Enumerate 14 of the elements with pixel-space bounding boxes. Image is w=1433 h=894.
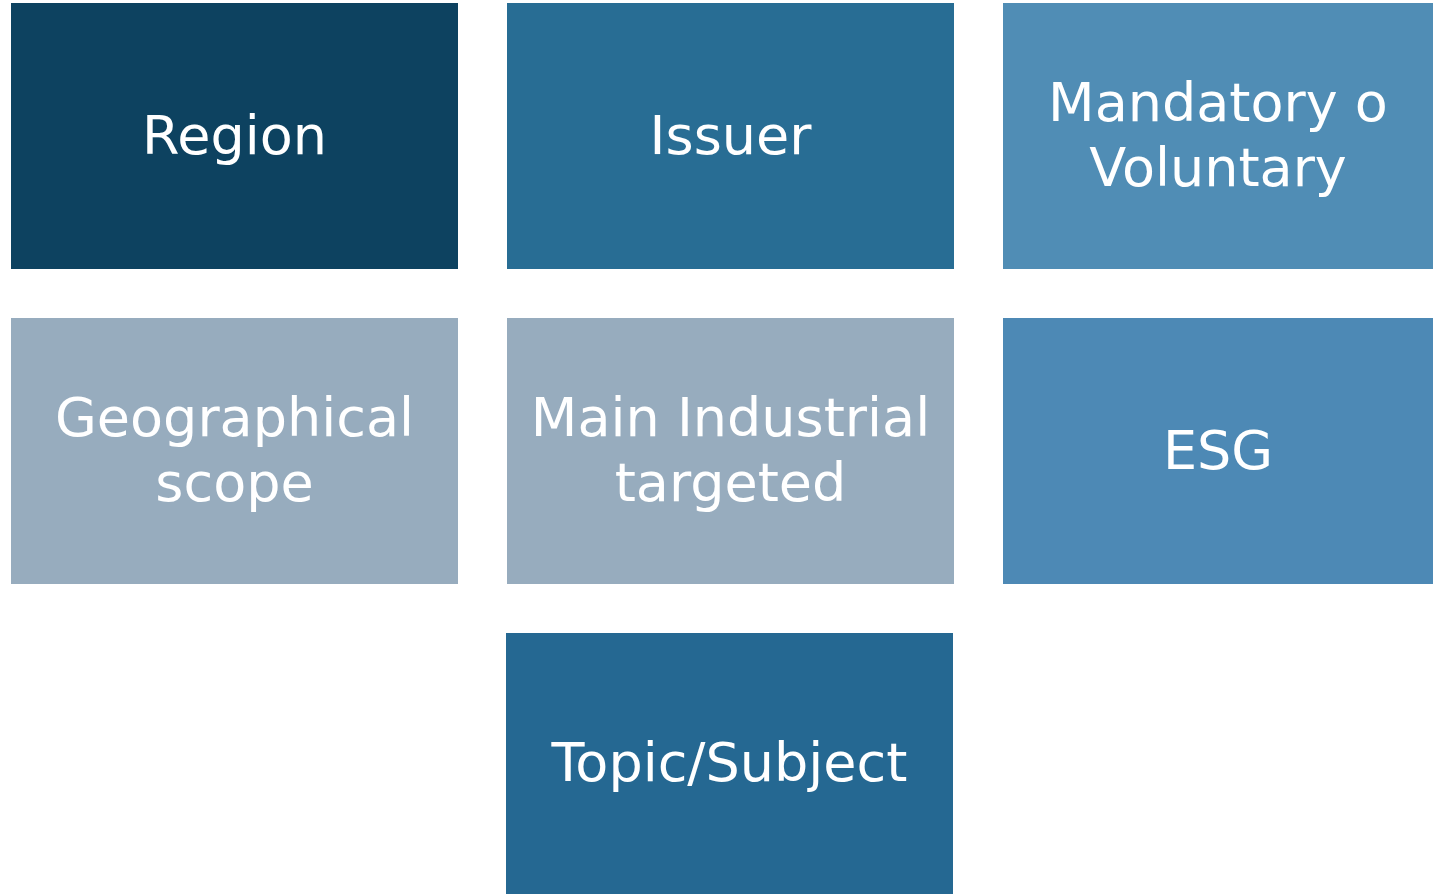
category-box bbox=[11, 3, 458, 269]
box-label: ESG bbox=[1162, 418, 1274, 484]
category-box bbox=[507, 318, 954, 584]
category-box bbox=[1003, 318, 1433, 584]
category-box bbox=[506, 633, 953, 894]
category-box bbox=[1003, 3, 1433, 269]
box-label: Mandatory o Voluntary bbox=[1047, 71, 1389, 201]
box-label: Region bbox=[142, 103, 327, 169]
category-box bbox=[507, 3, 954, 269]
box-label: Topic/Subject bbox=[551, 731, 908, 796]
box-label: Geographical scope bbox=[54, 386, 415, 516]
box-label: Main Industrial targeted bbox=[529, 386, 932, 516]
category-box bbox=[11, 318, 458, 584]
box-label: Issuer bbox=[649, 103, 812, 169]
